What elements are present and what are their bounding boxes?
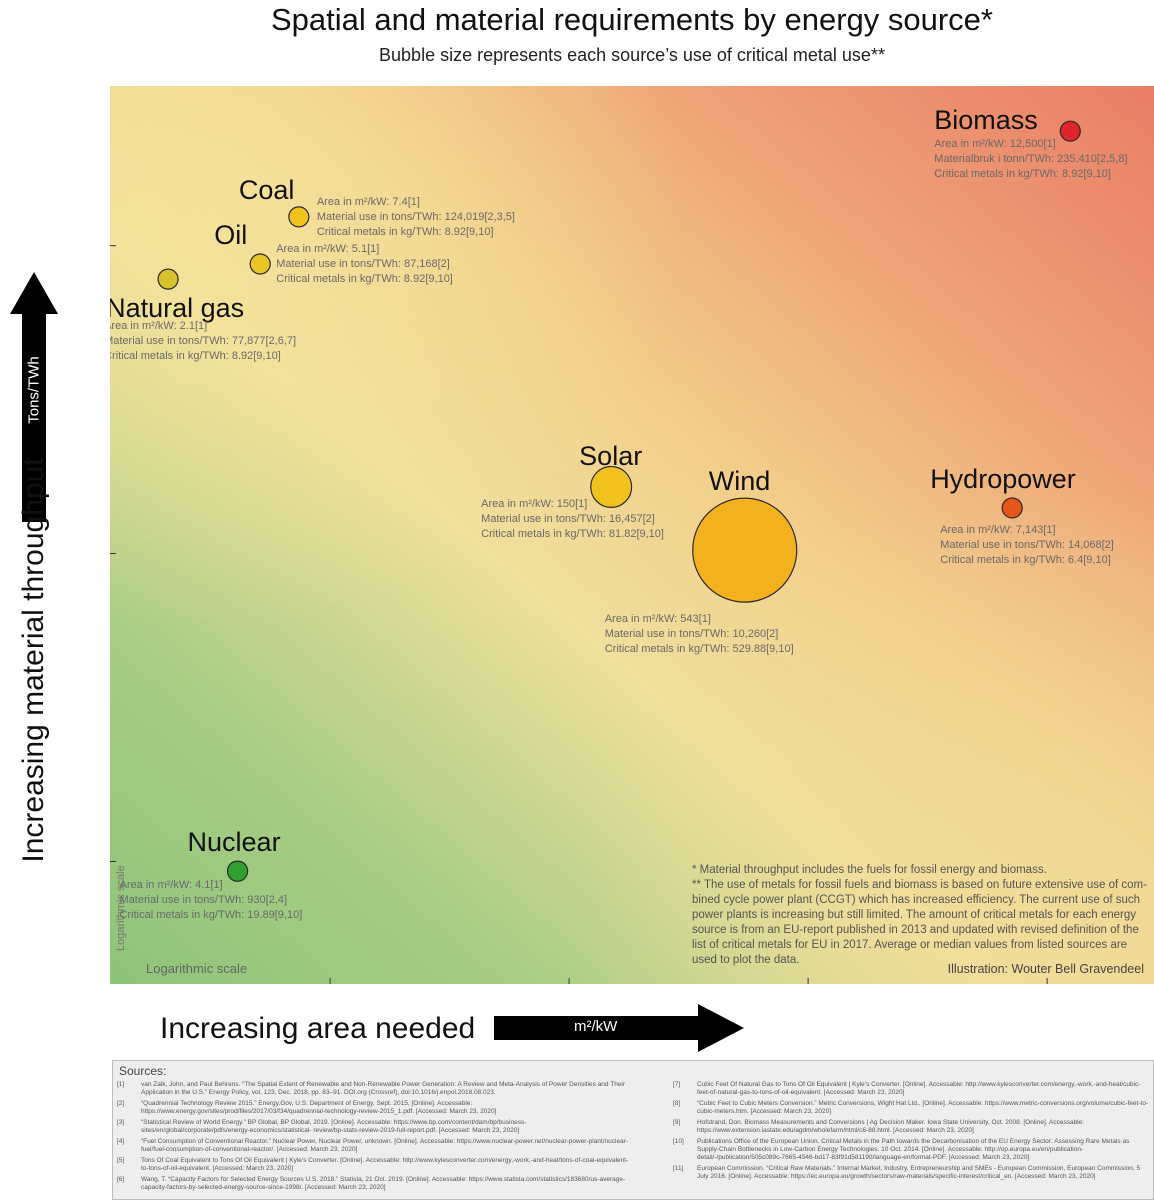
- bubble-natural-gas: [157, 268, 179, 290]
- info-oil-1: Area in m²/kW: 5.1[1]: [276, 243, 379, 255]
- info-coal-1: Area in m²/kW: 7.4[1]: [317, 196, 420, 208]
- chart-title: Spatial and material requirements by ene…: [271, 2, 993, 37]
- source-ref-text: van Zalk, John, and Paul Behrens. “The S…: [141, 1081, 626, 1097]
- credit-label: Illustration: Wouter Bell Gravendeel: [948, 962, 1144, 976]
- source-ref-text: “Cubic Feet to Cubic Meters Conversion.”…: [697, 1100, 1149, 1116]
- source-ref-number: [2]: [117, 1100, 125, 1107]
- info-biomass-3: Critical metals in kg/TWh: 8.92[9,10]: [934, 168, 1111, 180]
- source-ref: [6] Wang, T. “Capacity Factors for Select…: [117, 1176, 629, 1192]
- label-solar: Solar: [579, 441, 642, 471]
- source-ref-text: “Fuel Consumption of Conventional Reacto…: [141, 1138, 629, 1154]
- bubble-nuclear: [226, 860, 249, 882]
- source-ref-text: Cubic Feet Of Natural Gas to Tons Of Oil…: [697, 1081, 1141, 1097]
- info-solar-1: Area in m²/kW: 150[1]: [481, 498, 587, 510]
- sources-right-column: [7] Cubic Feet Of Natural Gas to Tons Of …: [673, 1081, 1149, 1184]
- info-natural-gas-1: Area in m²/kW: 2.1[1]: [110, 320, 207, 332]
- y-axis-arrow: [10, 272, 58, 522]
- note-line-3: bined cycle power plant (CCGT) which has…: [692, 894, 1140, 906]
- info-solar-2: Material use in tons/TWh: 16,457[2]: [481, 513, 655, 525]
- y-axis-arrow-label: Tons/TWh: [25, 356, 43, 424]
- bubble-oil: [249, 253, 271, 275]
- label-nuclear: Nuclear: [188, 827, 281, 857]
- source-ref-text: Tons Of Coal Equivalent to Tons Of Oil E…: [141, 1157, 629, 1173]
- info-biomass-2: Materialbruk i tonn/TWh: 235,410[2,5,8]: [934, 153, 1127, 165]
- log-scale-label-y: Logarithmic scale: [115, 865, 127, 951]
- info-biomass-1: Area in m²/kW: 12,500[1]: [934, 138, 1055, 150]
- info-wind-1: Area in m²/kW: 543[1]: [605, 613, 711, 625]
- info-nuclear-3: Critical metals in kg/TWh: 19.89[9,10]: [120, 909, 303, 921]
- x-axis-arrow-label: m²/kW: [574, 1018, 618, 1035]
- sources-title: Sources:: [119, 1064, 167, 1078]
- note-line-6: list of critical metals for EU in 2017. …: [692, 939, 1127, 951]
- source-ref: [2] “Quadrennial Technology Review 2015.”…: [117, 1100, 629, 1116]
- note-line-2: ** The use of metals for fossil fuels an…: [692, 879, 1147, 891]
- info-natural-gas-3: Critical metals in kg/TWh: 8.92[9,10]: [110, 350, 281, 362]
- label-wind: Wind: [709, 466, 771, 496]
- source-ref: [5] Tons Of Coal Equivalent to Tons Of Oi…: [117, 1157, 629, 1173]
- source-ref-number: [7]: [673, 1081, 681, 1088]
- info-nuclear-2: Material use in tons/TWh: 930[2,4]: [120, 894, 288, 906]
- source-ref-number: [5]: [117, 1157, 125, 1164]
- sources-box: Sources: [1] van Zalk, John, and Paul Beh…: [112, 1060, 1154, 1200]
- label-coal: Coal: [239, 175, 295, 205]
- x-axis-arrow: [494, 1004, 744, 1052]
- source-ref-number: [8]: [673, 1100, 681, 1107]
- bubble-biomass: [1059, 120, 1081, 142]
- label-oil: Oil: [214, 220, 247, 250]
- info-hydropower-1: Area in m²/kW: 7,143[1]: [940, 524, 1055, 536]
- source-ref: [4] “Fuel Consumption of Conventional Rea…: [117, 1138, 629, 1154]
- label-hydropower: Hydropower: [930, 464, 1076, 494]
- sources-left-column: [1] van Zalk, John, and Paul Behrens. “Th…: [117, 1081, 629, 1195]
- source-ref-number: [3]: [117, 1119, 125, 1126]
- info-wind-2: Material use in tons/TWh: 10,260[2]: [605, 628, 779, 640]
- info-hydropower-2: Material use in tons/TWh: 14,068[2]: [940, 539, 1114, 551]
- source-ref: [1] van Zalk, John, and Paul Behrens. “Th…: [117, 1081, 629, 1097]
- note-line-5: source is from an EU-report published in…: [692, 924, 1139, 936]
- source-ref: [10] Publications Office of the European …: [673, 1138, 1149, 1163]
- info-coal-2: Material use in tons/TWh: 124,019[2,3,5]: [317, 211, 515, 223]
- source-ref-text: “Statistical Review of World Energy.” BP…: [141, 1119, 527, 1135]
- source-ref-text: Publications Office of the European Unio…: [697, 1138, 1130, 1162]
- info-natural-gas-2: Material use in tons/TWh: 77,877[2,6,7]: [110, 335, 296, 347]
- source-ref: [8] “Cubic Feet to Cubic Meters Conversio…: [673, 1100, 1149, 1116]
- x-axis-label: Increasing area needed: [160, 1012, 476, 1045]
- source-ref-number: [6]: [117, 1176, 125, 1183]
- source-ref: [7] Cubic Feet Of Natural Gas to Tons Of …: [673, 1081, 1149, 1097]
- bubble-coal: [288, 206, 310, 228]
- source-ref-text: “Quadrennial Technology Review 2015.” En…: [141, 1100, 497, 1116]
- bubble-wind: [692, 497, 798, 603]
- info-wind-3: Critical metals in kg/TWh: 529.88[9,10]: [605, 643, 794, 655]
- source-ref-text: Wang, T. “Capacity Factors for Selected …: [141, 1176, 626, 1192]
- label-natural-gas: Natural gas: [110, 293, 244, 323]
- source-ref-text: European Commission. “Critical Raw Mater…: [697, 1165, 1141, 1181]
- source-ref-text: Hofstrand, Don. Biomass Measurements and…: [697, 1119, 1085, 1135]
- note-line-1: * Material throughput includes the fuels…: [692, 864, 1047, 876]
- chart-subtitle: Bubble size represents each source’s use…: [379, 45, 885, 65]
- bubble-hydropower: [1001, 497, 1023, 519]
- note-line-4: power plants is increasing but still lim…: [692, 909, 1136, 921]
- source-ref-number: [1]: [117, 1081, 125, 1088]
- source-ref: [11] European Commission. “Critical Raw M…: [673, 1165, 1149, 1181]
- info-solar-3: Critical metals in kg/TWh: 81.82[9,10]: [481, 528, 664, 540]
- source-ref: [3] “Statistical Review of World Energy.”…: [117, 1119, 629, 1135]
- chart-plot-area: 101001,00010,0001,00010,000100,000Logari…: [110, 86, 1154, 984]
- info-hydropower-3: Critical metals in kg/TWh: 6.4[9,10]: [940, 554, 1111, 566]
- info-coal-3: Critical metals in kg/TWh: 8.92[9,10]: [317, 226, 494, 238]
- source-ref: [9] Hofstrand, Don. Biomass Measurements …: [673, 1119, 1149, 1135]
- log-scale-label-x: Logarithmic scale: [146, 961, 247, 976]
- bubble-solar: [590, 465, 633, 508]
- note-line-7: used to plot the data.: [692, 954, 799, 966]
- source-ref-number: [10]: [673, 1138, 684, 1145]
- info-oil-3: Critical metals in kg/TWh: 8.92[9,10]: [276, 273, 453, 285]
- source-ref-number: [9]: [673, 1119, 681, 1126]
- label-biomass: Biomass: [934, 105, 1038, 135]
- source-ref-number: [4]: [117, 1138, 125, 1145]
- source-ref-number: [11]: [673, 1165, 684, 1173]
- y-axis-label: Increasing material throughput: [17, 457, 50, 863]
- info-oil-2: Material use in tons/TWh: 87,168[2]: [276, 258, 450, 270]
- info-nuclear-1: Area in m²/kW: 4.1[1]: [120, 879, 223, 891]
